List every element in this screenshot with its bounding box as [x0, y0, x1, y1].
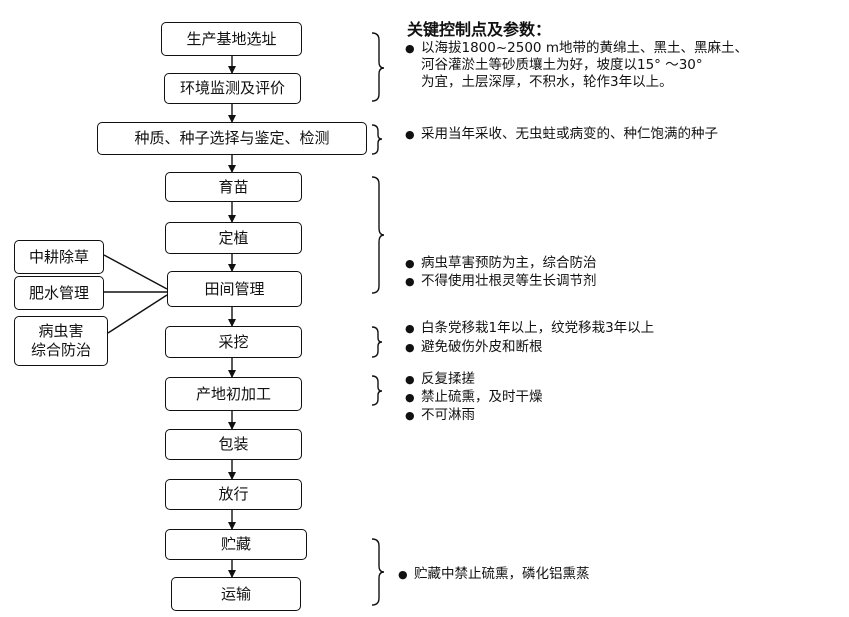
bullet-icon: ●: [405, 128, 415, 141]
note-harvest-2: ● 避免破伤外皮和断根: [405, 339, 543, 356]
note-line: 病虫草害预防为主，综合防治: [421, 255, 597, 271]
subtask-fertilizer-water: 肥水管理: [14, 276, 104, 310]
step-field-management: 田间管理: [167, 271, 302, 307]
note-storage: ● 贮藏中禁止硫熏，磷化铝熏蒸: [398, 566, 590, 583]
note-line: 贮藏中禁止硫熏，磷化铝熏蒸: [414, 566, 590, 582]
control-points-heading: 关键控制点及参数：: [407, 20, 552, 39]
bullet-icon: ●: [405, 341, 415, 354]
step-storage: 贮藏: [165, 529, 307, 560]
note-growing-1: ● 病虫草害预防为主，综合防治: [405, 255, 597, 272]
step-packing: 包装: [165, 429, 302, 460]
brace-harvest: [371, 326, 383, 358]
subtask-weeding: 中耕除草: [14, 240, 104, 274]
note-line: 白条党移栽1年以上，纹党移栽3年以上: [421, 320, 655, 336]
note-process-1: ● 反复揉搓: [405, 371, 475, 388]
note-harvest-1: ● 白条党移栽1年以上，纹党移栽3年以上: [405, 320, 654, 337]
note-line: 以海拔1800~2500 m地带的黄绵土、黑土、黑麻土、: [421, 40, 748, 56]
bullet-icon: ●: [405, 391, 415, 404]
note-growing-2: ● 不得使用壮根灵等生长调节剂: [405, 273, 597, 290]
step-seed-selection: 种质、种子选择与鉴定、检测: [97, 122, 367, 155]
note-process-3: ● 不可淋雨: [405, 407, 475, 424]
brace-storage: [371, 538, 385, 606]
brace-process: [371, 375, 383, 406]
note-line: 禁止硫熏，及时干燥: [421, 389, 543, 405]
note-line: 河谷灌淤土等砂质壤土为好，坡度以15° ～30°: [421, 57, 703, 73]
link-weeding-to-field: [103, 254, 168, 290]
step-planting: 定植: [165, 222, 302, 254]
brace-seed: [371, 124, 383, 155]
note-line: 为宜，土层深厚，不积水，轮作3年以上。: [421, 74, 673, 90]
note-line: 不得使用壮根灵等生长调节剂: [421, 273, 597, 289]
brace-growing: [371, 176, 385, 294]
bullet-icon: ●: [405, 409, 415, 422]
bullet-icon: ●: [405, 257, 415, 270]
bullet-icon: ●: [405, 275, 415, 288]
note-site-env: ● 以海拔1800~2500 m地带的黄绵土、黑土、黑麻土、 河谷灌淤土等砂质壤土…: [405, 40, 748, 91]
step-nursery: 育苗: [165, 172, 302, 202]
note-line: 采用当年采收、无虫蛀或病变的、种仁饱满的种子: [421, 126, 718, 142]
step-transport: 运输: [171, 577, 301, 611]
note-line: 避免破伤外皮和断根: [421, 339, 543, 355]
bullet-icon: ●: [398, 568, 408, 581]
subtask-pest-control: 病虫害 综合防治: [14, 316, 108, 366]
note-seed: ● 采用当年采收、无虫蛀或病变的、种仁饱满的种子: [405, 126, 718, 143]
step-initial-processing: 产地初加工: [165, 377, 302, 411]
step-harvest: 采挖: [165, 326, 302, 358]
bullet-icon: ●: [405, 42, 415, 55]
step-site-selection: 生产基地选址: [161, 22, 302, 56]
step-release: 放行: [165, 479, 302, 510]
note-line: 不可淋雨: [421, 407, 475, 423]
bullet-icon: ●: [405, 373, 415, 386]
step-environment-monitoring: 环境监测及评价: [164, 73, 301, 104]
note-process-2: ● 禁止硫熏，及时干燥: [405, 389, 543, 406]
bullet-icon: ●: [405, 322, 415, 335]
note-line: 反复揉搓: [421, 371, 475, 387]
brace-site-env: [371, 32, 385, 102]
link-pest-to-field: [107, 294, 168, 334]
